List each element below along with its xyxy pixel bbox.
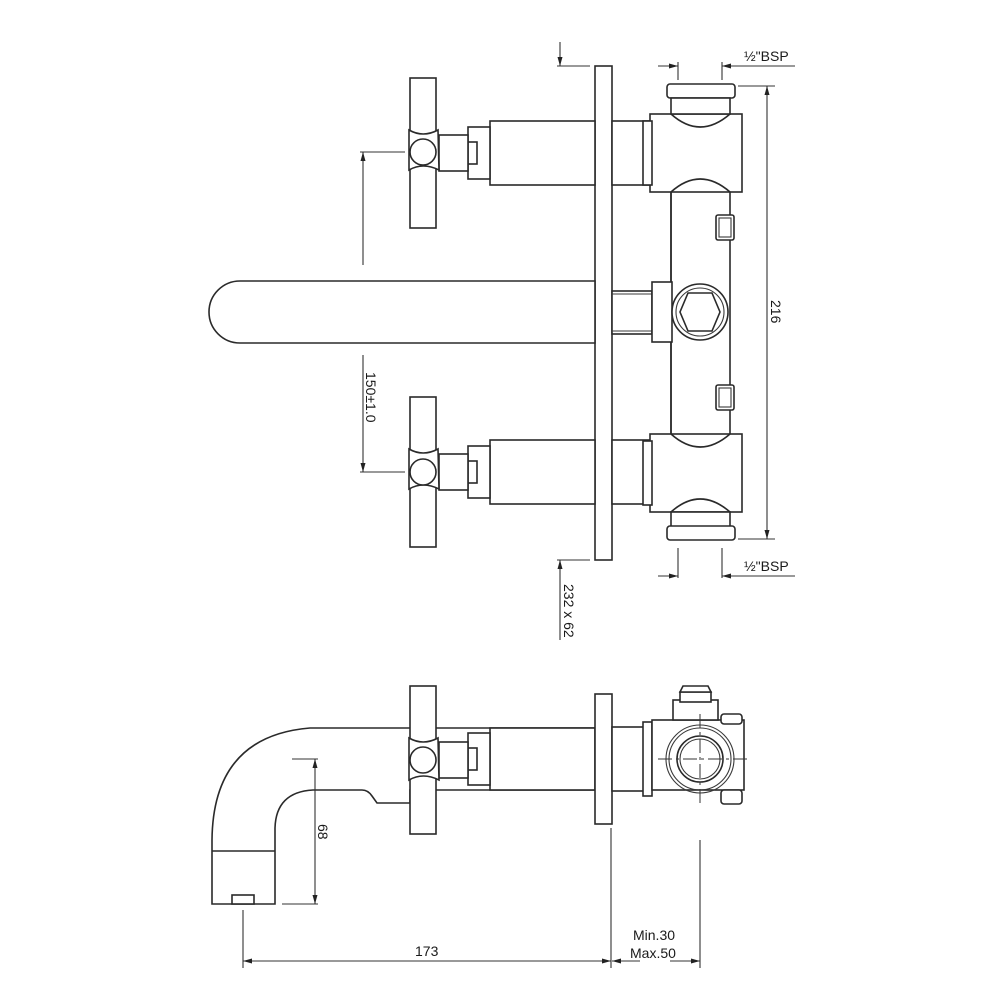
dimension-216: 216 xyxy=(738,85,784,540)
spout-connector xyxy=(611,290,653,335)
front-view: ½"BSP ½"BSP 216 150±1.0 xyxy=(208,42,795,640)
wall-depth-max-label: Max.50 xyxy=(630,945,676,961)
projection-label: 173 xyxy=(415,943,439,959)
height-216-label: 216 xyxy=(768,300,784,324)
valve-bottom xyxy=(408,396,655,548)
wall-plate-label: 232 x 62 xyxy=(561,584,577,638)
spout-height-label: 68 xyxy=(315,824,331,840)
spout-front xyxy=(208,280,596,344)
wall-depth-min-label: Min.30 xyxy=(633,927,675,943)
valve-housing-side xyxy=(489,727,596,791)
side-view: 68 173 Min.30 Max.50 xyxy=(211,685,747,968)
cross-head-handle-side xyxy=(408,685,440,835)
concealed-body-side xyxy=(651,685,747,805)
dimension-wall-depth: Min.30 Max.50 xyxy=(612,840,701,968)
dimension-173: 173 xyxy=(242,828,612,968)
dimension-bsp-bottom: ½"BSP xyxy=(658,548,795,579)
valve-centres-label: 150±1.0 xyxy=(363,372,379,423)
dimension-bsp-top: ½"BSP xyxy=(658,48,795,80)
wall-plate-side xyxy=(594,693,613,825)
valve-top xyxy=(408,77,655,229)
dimension-68: 68 xyxy=(282,758,331,905)
bsp-bottom-label: ½"BSP xyxy=(744,558,789,574)
concealed-body xyxy=(642,83,743,541)
cross-head-handle-bottom xyxy=(408,396,440,548)
cross-head-handle-top xyxy=(408,77,440,229)
wall-plate xyxy=(594,65,613,561)
bsp-top-label: ½"BSP xyxy=(744,48,789,64)
dimension-150: 150±1.0 xyxy=(360,151,405,473)
dimension-wall-plate: 232 x 62 xyxy=(557,42,590,640)
